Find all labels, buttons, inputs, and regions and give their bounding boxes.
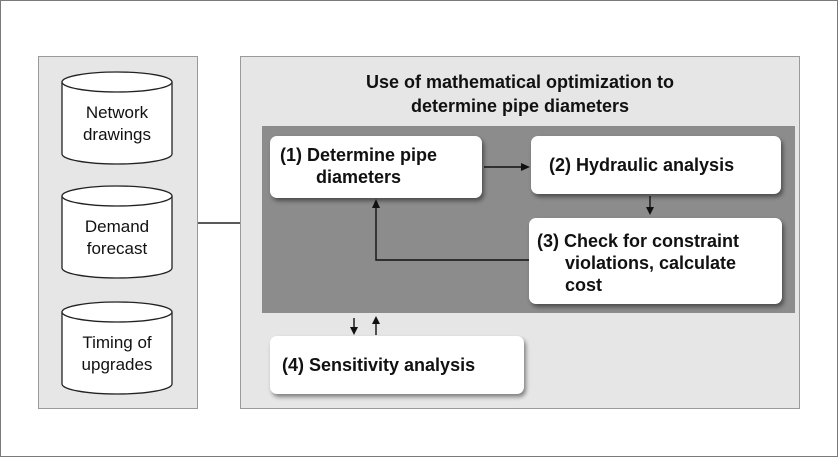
input-label-line1: Network [85, 103, 149, 122]
step3-line3: cost [565, 275, 603, 295]
input-cylinder-network-drawings: Network drawings [60, 70, 174, 166]
input-cylinder-timing-of-upgrades: Timing of upgrades [60, 300, 174, 396]
database-cylinder-icon [61, 185, 173, 279]
database-cylinder-icon [61, 301, 173, 395]
input-label-line2: drawings [82, 125, 152, 144]
arrow-head-icon [372, 199, 380, 208]
step-sensitivity-analysis: (4) Sensitivity analysis [270, 336, 524, 394]
input-cylinder-demand-forecast: Demand forecast [60, 184, 174, 280]
step3-line2: violations, calculate [565, 253, 737, 273]
input-label-line1: Demand [84, 217, 150, 236]
step1-line2: diameters [316, 167, 402, 187]
input-label-line1: Timing of [82, 333, 152, 352]
step2-label: (2) Hydraulic analysis [549, 155, 735, 175]
step-determine-pipe-diameters: (1) Determine pipe diameters [270, 136, 482, 198]
arrow-head-icon [646, 207, 654, 215]
input-label-line2: upgrades [81, 355, 153, 374]
step3-line1: (3) Check for constraint [537, 231, 740, 251]
arrow-head-icon [350, 327, 358, 335]
step-check-constraints-calculate-cost: (3) Check for constraint violations, cal… [529, 218, 782, 304]
title-line2: determine pipe diameters [410, 96, 630, 116]
step-hydraulic-analysis: (2) Hydraulic analysis [531, 136, 781, 194]
input-label-line2: forecast [86, 239, 148, 258]
arrow-step3-to-step1 [375, 208, 529, 261]
database-cylinder-icon [61, 71, 173, 165]
step4-label: (4) Sensitivity analysis [282, 355, 476, 375]
step1-line1: (1) Determine pipe [280, 145, 438, 165]
arrow-head-icon [372, 316, 380, 324]
optimization-panel-title: Use of mathematical optimization to dete… [240, 70, 800, 118]
title-line1: Use of mathematical optimization to [365, 72, 675, 92]
arrow-head-icon [521, 163, 530, 171]
